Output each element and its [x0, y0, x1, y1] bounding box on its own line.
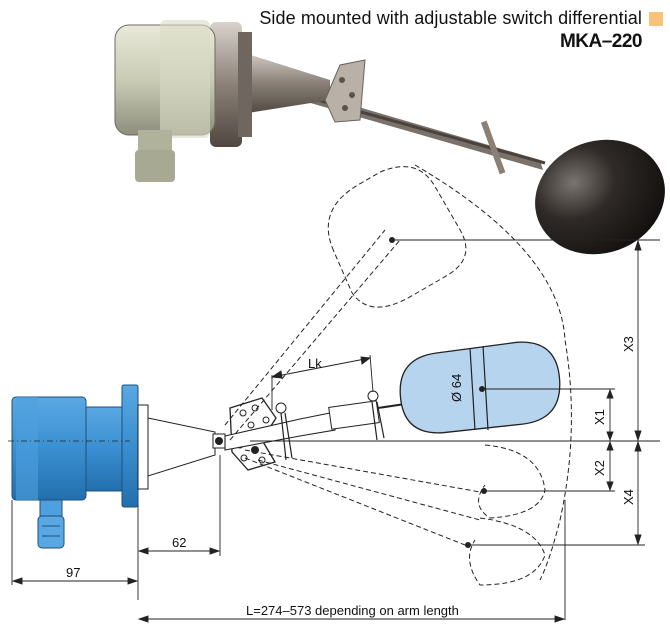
float-travel-dashed [224, 164, 572, 586]
product-photo [114, 20, 665, 255]
housing-drawing [8, 384, 216, 549]
dim-x3: X3 [621, 336, 636, 352]
dim-x4: X4 [621, 489, 636, 505]
cam-plate-photo [324, 59, 366, 123]
dim-x1: X1 [592, 409, 607, 425]
dim-float-diameter: Ø 64 [449, 374, 464, 402]
float-arm [224, 390, 406, 461]
accent-swatch [649, 12, 663, 26]
product-model: MKA–220 [559, 31, 643, 52]
dim-lk: Lk [308, 356, 322, 371]
float-body [399, 341, 561, 434]
product-subtitle: Side mounted with adjustable switch diff… [259, 8, 642, 28]
dim-97: 97 [66, 565, 80, 580]
dim-62: 62 [172, 535, 186, 550]
dim-arm-length: L=274–573 depending on arm length [246, 603, 459, 618]
dimension-lines [11, 239, 660, 623]
dim-x2: X2 [592, 460, 607, 476]
